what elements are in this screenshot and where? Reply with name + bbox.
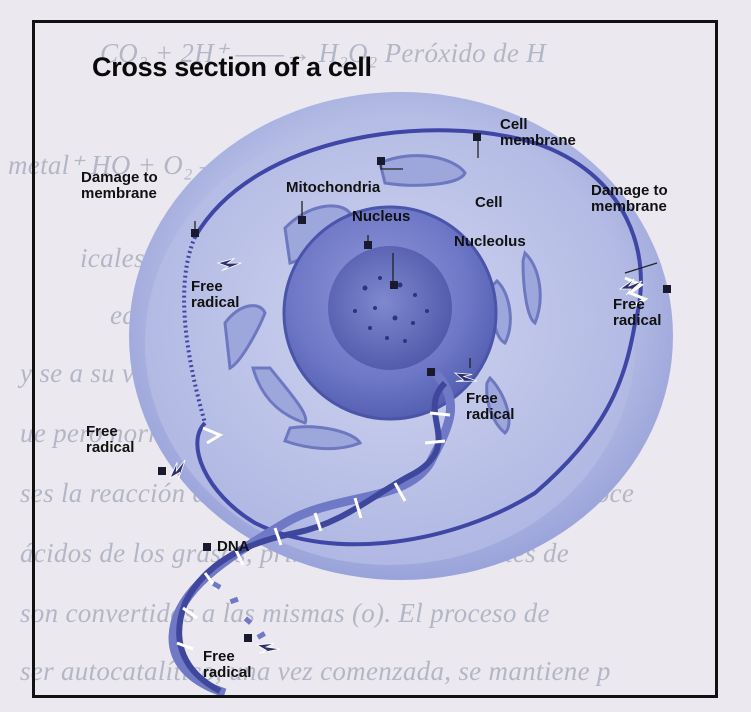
label-cell: Cell — [475, 195, 503, 211]
cell-diagram — [35, 23, 718, 698]
label-nucleus: Nucleus — [352, 209, 410, 225]
label-free-radical-5: Free radical — [203, 649, 251, 681]
label-mitochondria: Mitochondria — [286, 180, 380, 196]
label-free-radical-3: Free radical — [466, 391, 514, 423]
label-nucleolus: Nucleolus — [454, 234, 526, 250]
label-free-radical-4: Free radical — [86, 424, 134, 456]
label-cell-membrane: Cell membrane — [500, 117, 576, 149]
figure-frame: Cross section of a cell Cell membrane Da… — [32, 20, 718, 698]
figure-title: Cross section of a cell — [92, 52, 372, 83]
label-free-radical-1: Free radical — [191, 279, 239, 311]
nucleolus — [328, 246, 452, 370]
dna-fragments — [212, 581, 266, 639]
label-dna: DNA — [217, 539, 250, 555]
label-damage-to-membrane-left: Damage to membrane — [81, 170, 158, 202]
label-free-radical-2: Free radical — [613, 297, 661, 329]
label-damage-to-membrane-right: Damage to membrane — [591, 183, 668, 215]
